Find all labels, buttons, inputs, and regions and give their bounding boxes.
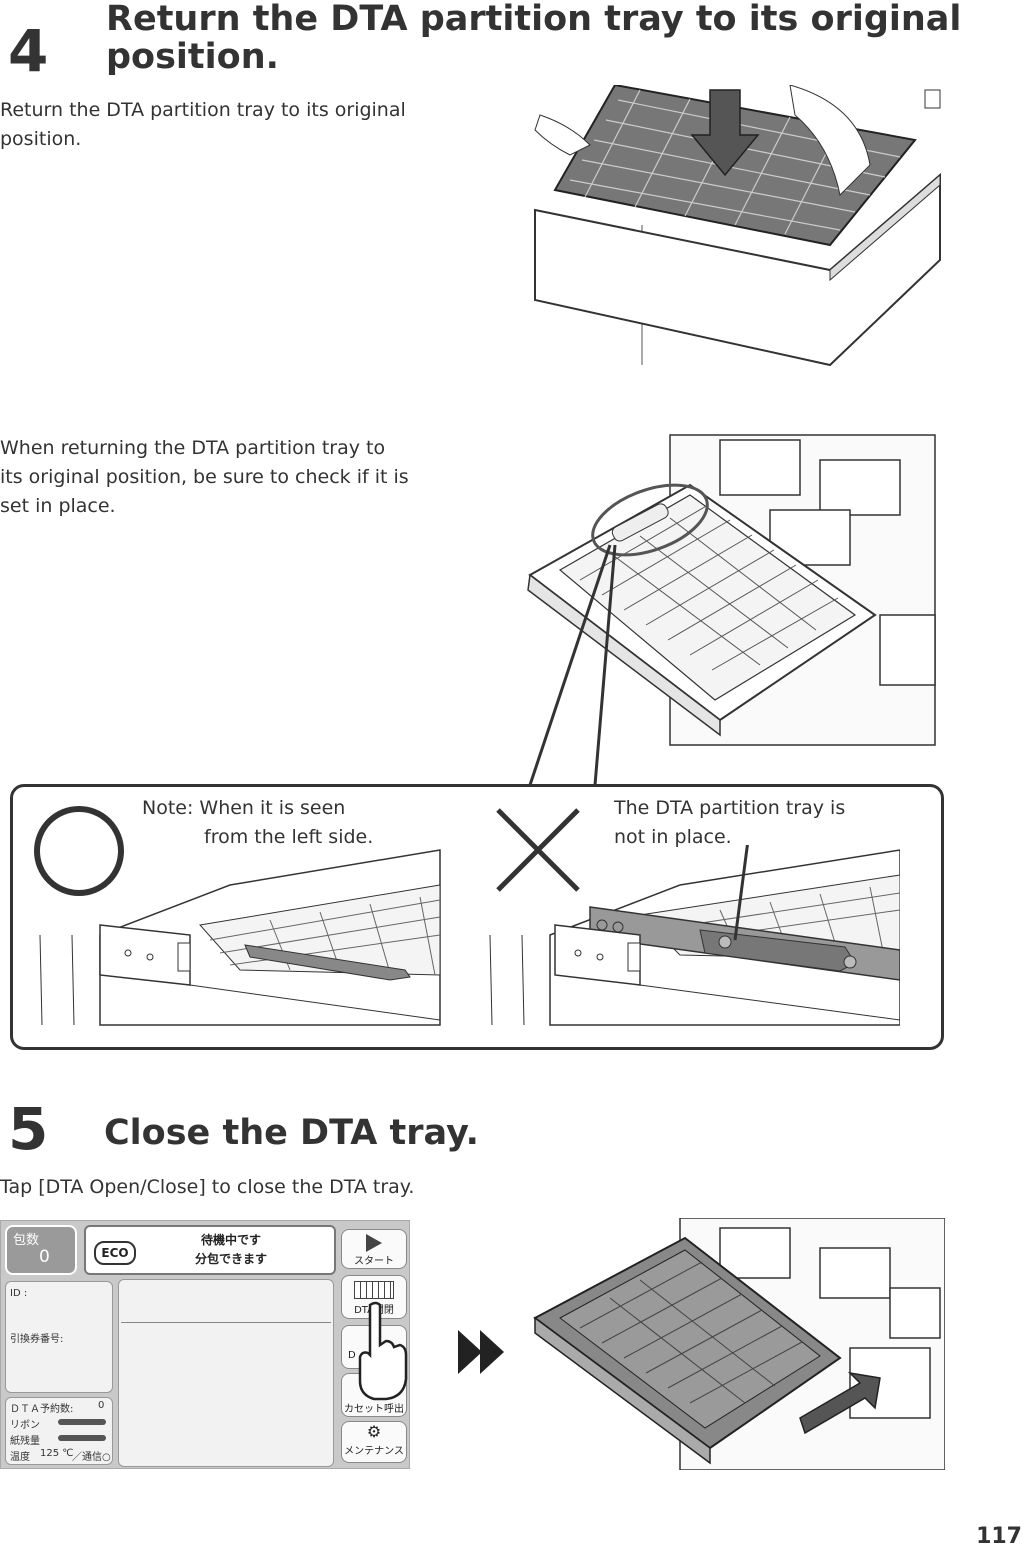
text-line: set in place. — [0, 495, 116, 517]
wrench-gear-icon: ⚙ — [366, 1422, 382, 1441]
info-box: ID : 引換券番号: — [5, 1281, 113, 1393]
callout-lines — [528, 544, 617, 786]
comm-status: ／通信○ — [72, 1452, 111, 1463]
d-label: D — [348, 1350, 356, 1361]
text-line: position. — [0, 128, 82, 150]
text-line: its original position, be sure to check … — [0, 466, 409, 488]
step-title: Return the DTA partition tray to its ori… — [106, 0, 1006, 76]
pack-count-label: 包数 — [13, 1233, 40, 1248]
instruction-text: Return the DTA partition tray to its ori… — [0, 96, 460, 154]
status-box: ECO 待機中です 分包できます — [84, 1225, 336, 1275]
touch-panel: 包数 0 ECO 待機中です 分包できます スタート DTA開閉 D カセット呼… — [0, 1220, 410, 1469]
text-line: Note: When it is seen — [142, 797, 346, 819]
tray-insert-illustration — [534, 85, 941, 367]
ribbon-level-bar — [58, 1419, 106, 1425]
text-line: from the left side. — [204, 826, 374, 848]
grid-icon — [354, 1281, 394, 1299]
pack-count-box: 包数 0 — [5, 1225, 77, 1275]
cassette-label: カセット呼出 — [344, 1404, 404, 1415]
play-icon — [366, 1234, 382, 1252]
page-number: 117 — [976, 1524, 1022, 1549]
temp-value: 125 ℃ — [40, 1448, 74, 1459]
incorrect-cross-icon — [496, 808, 580, 892]
step-title-line: position. — [106, 37, 279, 77]
text-line: Return the DTA partition tray to its ori… — [0, 99, 406, 121]
tray-closing-illustration — [533, 1218, 945, 1470]
instruction-text: Tap [DTA Open/Close] to close the DTA tr… — [0, 1176, 415, 1198]
device-status-box: ＤＴＡ予約数: 0 リボン 紙残量 温度 125 ℃ ／通信○ — [5, 1397, 113, 1465]
status-text: 待機中です 分包できます — [156, 1231, 306, 1269]
step-number: 4 — [8, 17, 49, 85]
step-title-line: Return the DTA partition tray to its ori… — [106, 0, 962, 39]
status-line: 分包できます — [194, 1252, 267, 1266]
eco-icon: ECO — [94, 1241, 136, 1265]
paper-label: 紙残量 — [10, 1436, 40, 1447]
tray-in-place-illustration — [39, 849, 441, 1026]
next-arrow-icon — [458, 1330, 504, 1374]
temp-label: 温度 — [10, 1452, 30, 1463]
open-tray-illustration — [527, 434, 936, 746]
step-number: 5 — [8, 1095, 49, 1163]
text-line: The DTA partition tray is — [614, 797, 846, 819]
id-label: ID : — [10, 1288, 28, 1299]
divider — [121, 1322, 331, 1323]
correct-circle-icon — [34, 806, 124, 896]
text-line: When returning the DTA partition tray to — [0, 437, 386, 459]
step-title: Close the DTA tray. — [104, 1113, 479, 1153]
text-line: not in place. — [614, 826, 732, 848]
ribbon-label: リボン — [10, 1420, 40, 1431]
note-left-text: Note: When it is seen from the left side… — [142, 794, 462, 852]
maintenance-button[interactable]: ⚙ メンテナンス — [341, 1421, 407, 1463]
start-button[interactable]: スタート — [341, 1229, 407, 1269]
pack-count-value: 0 — [39, 1247, 50, 1267]
pointing-hand-icon — [358, 1301, 408, 1401]
tray-not-in-place-illustration — [489, 845, 900, 1026]
start-label: スタート — [354, 1256, 394, 1267]
maintenance-label: メンテナンス — [344, 1446, 404, 1457]
check-text: When returning the DTA partition tray to… — [0, 434, 460, 521]
note-right-text: The DTA partition tray is not in place. — [614, 794, 914, 852]
dta-reserve-value: 0 — [98, 1400, 105, 1411]
paper-level-bar — [58, 1435, 106, 1441]
main-list-area — [118, 1279, 334, 1467]
status-line: 待機中です — [200, 1233, 261, 1247]
dta-reserve-label: ＤＴＡ予約数: — [10, 1404, 74, 1415]
ticket-label: 引換券番号: — [10, 1334, 64, 1345]
